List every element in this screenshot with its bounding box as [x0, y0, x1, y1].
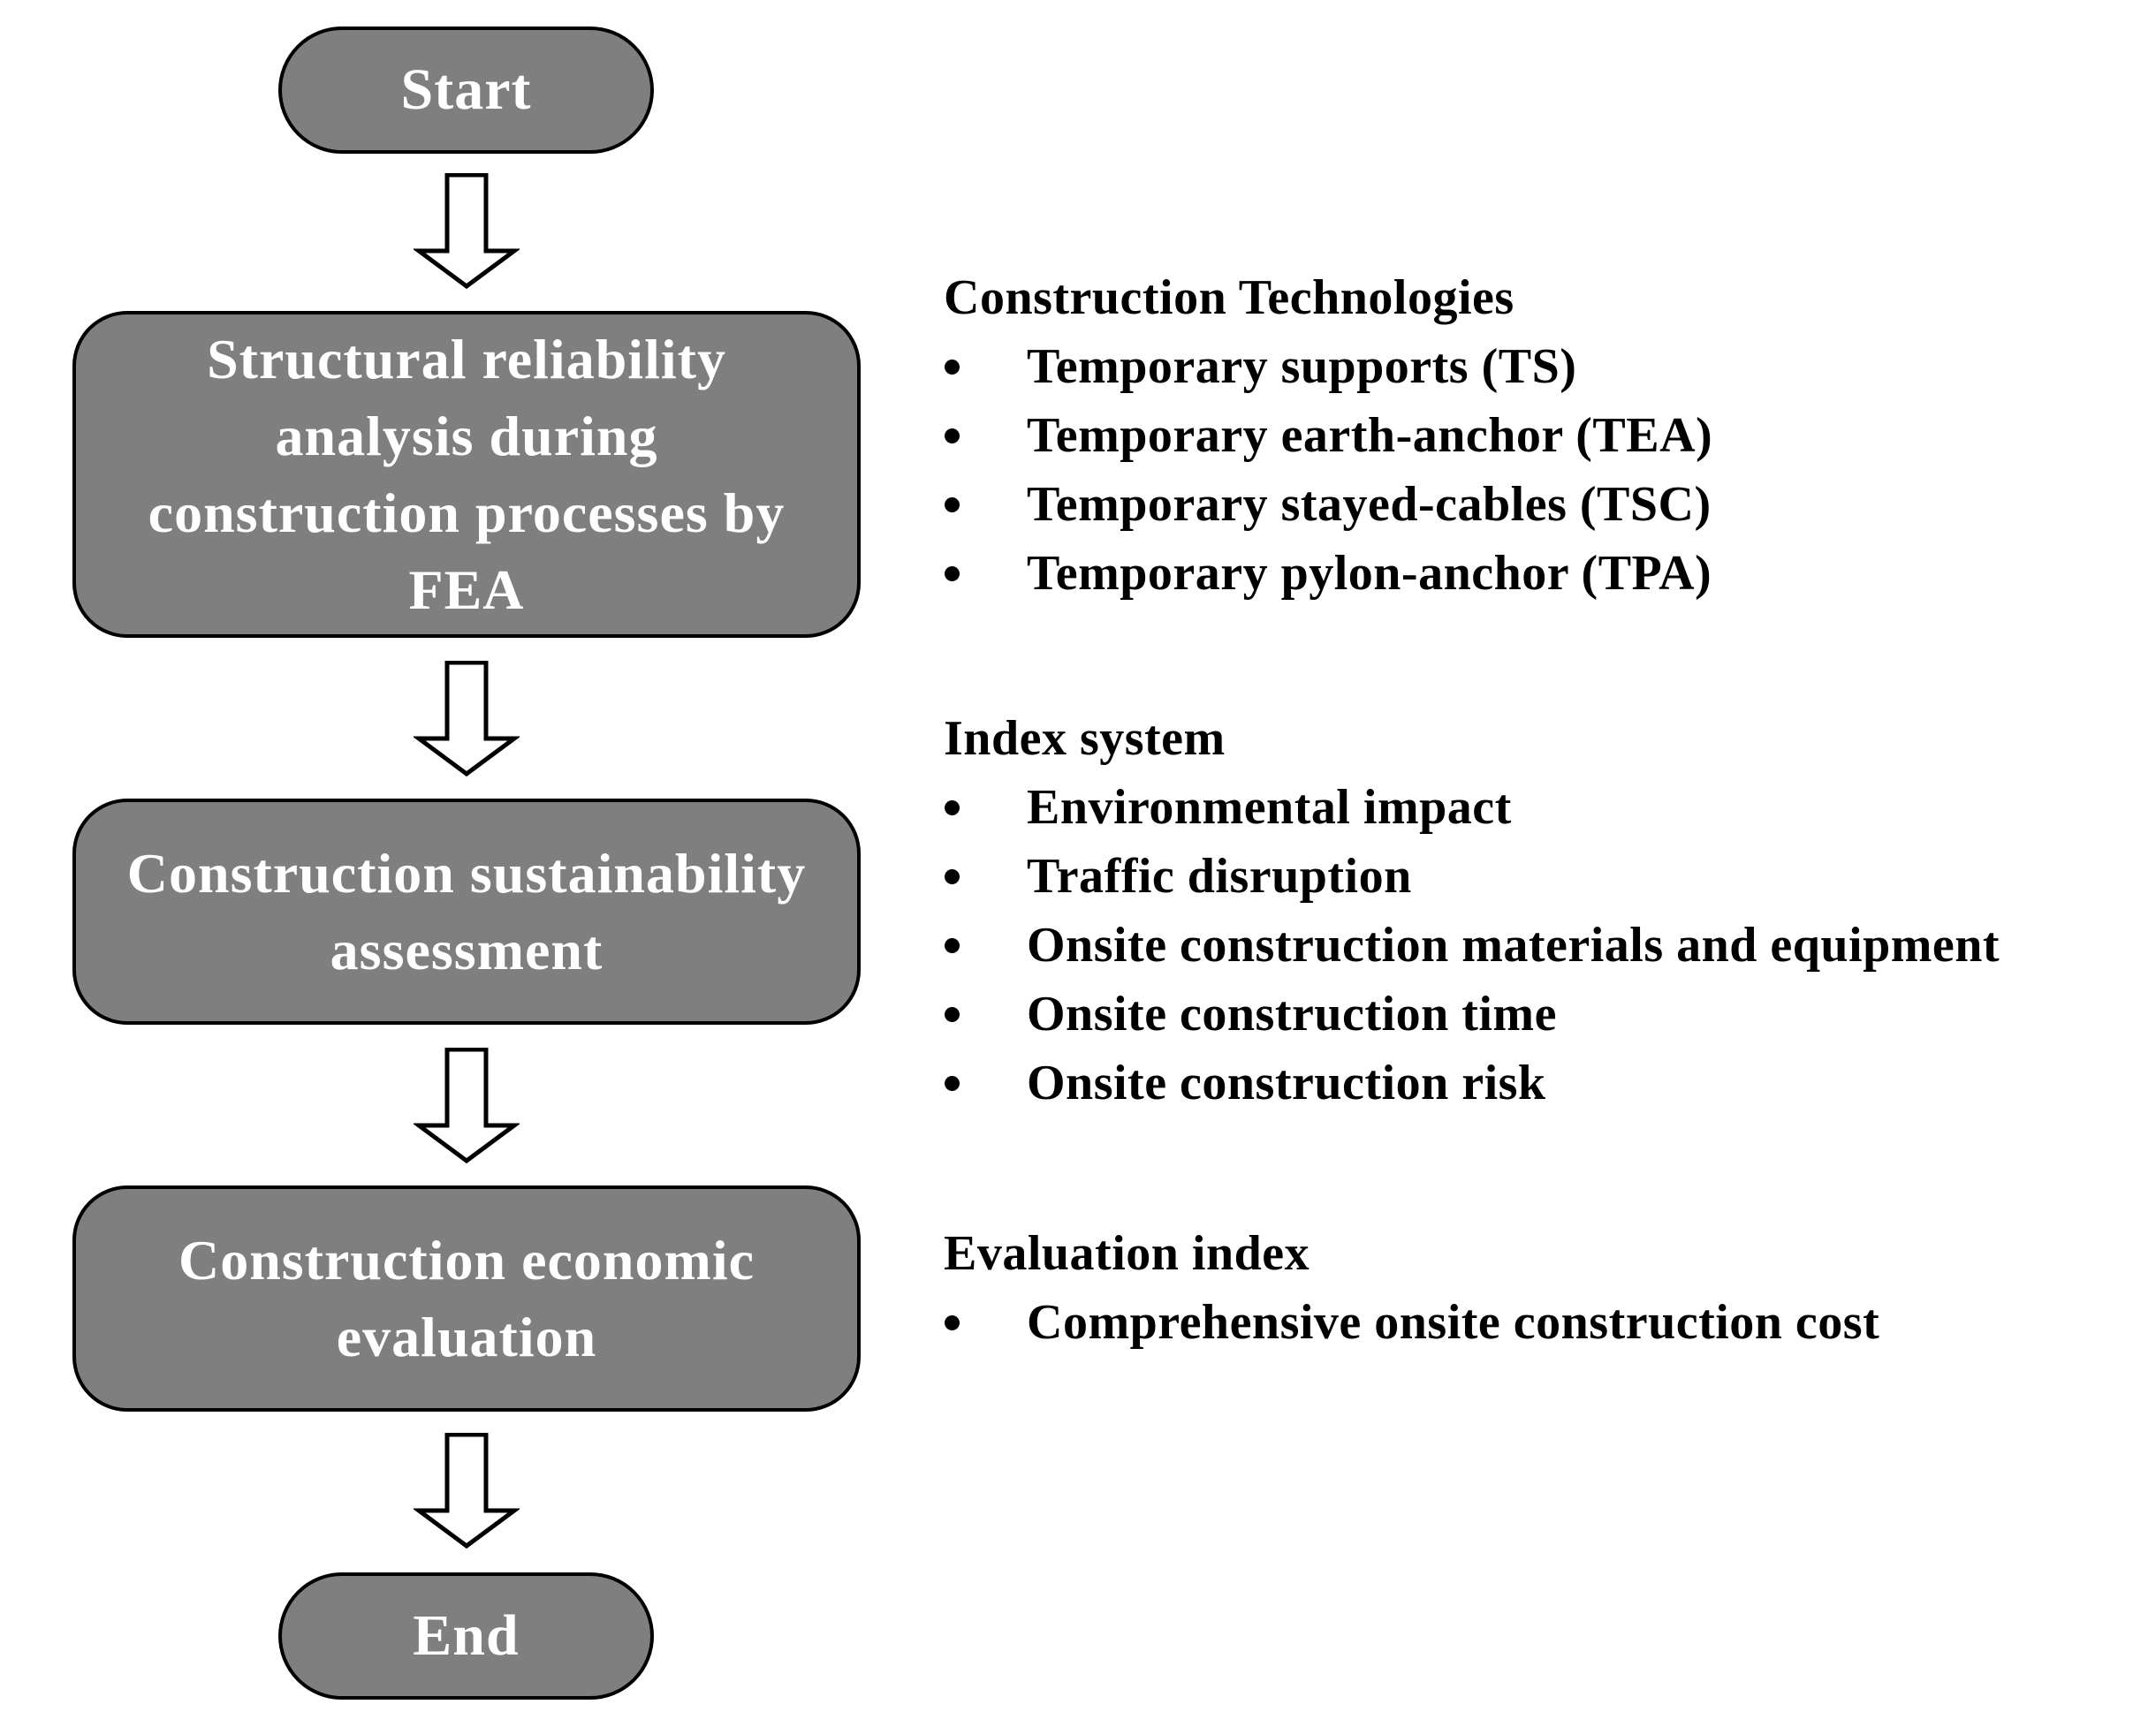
- construction-technologies-title: Construction Technologies: [944, 270, 1515, 325]
- structural-reliability-line-3: construction processes by: [148, 481, 786, 544]
- bullet-icon: [945, 1315, 960, 1330]
- list-item-text: Environmental impact: [1027, 780, 1512, 835]
- list-item: Temporary pylon-anchor (TPA): [944, 539, 1712, 608]
- bullet-icon: [945, 1076, 960, 1091]
- end-label: End: [413, 1603, 520, 1668]
- list-item-text: Temporary stayed-cables (TSC): [1027, 477, 1712, 532]
- list-item-text: Comprehensive onsite construction cost: [1027, 1295, 1880, 1350]
- list-item: Traffic disruption: [944, 842, 2000, 911]
- down-arrow-icon: [414, 1048, 520, 1164]
- list-item-text: Onsite construction risk: [1027, 1056, 1546, 1110]
- evaluation-index-section: Evaluation index Comprehensive onsite co…: [944, 1219, 1879, 1357]
- bullet-icon: [945, 566, 960, 581]
- sustainability-assessment-node: Construction sustainability assessment: [72, 799, 861, 1025]
- list-item-text: Onsite construction materials and equipm…: [1027, 918, 2000, 973]
- list-item: Onsite construction risk: [944, 1049, 2000, 1117]
- index-system-section: Index system Environmental impact Traffi…: [944, 704, 2000, 1117]
- bullet-icon: [945, 428, 960, 443]
- bullet-icon: [945, 800, 960, 815]
- economic-evaluation-line-2: evaluation: [336, 1306, 597, 1368]
- bullet-icon: [945, 1007, 960, 1022]
- index-system-list: Environmental impact Traffic disruption …: [944, 773, 2000, 1117]
- evaluation-index-title: Evaluation index: [944, 1226, 1310, 1281]
- start-label: Start: [400, 57, 532, 122]
- list-item-text: Onsite construction time: [1027, 987, 1557, 1042]
- structural-reliability-node: Structural reliability analysis during c…: [72, 311, 861, 638]
- list-item: Comprehensive onsite construction cost: [944, 1288, 1879, 1357]
- structural-reliability-line-1: Structural reliability: [207, 328, 726, 390]
- bullet-icon: [945, 497, 960, 512]
- bullet-icon: [945, 869, 960, 884]
- down-arrow-icon: [414, 173, 520, 290]
- economic-evaluation-node: Construction economic evaluation: [72, 1185, 861, 1412]
- list-item-text: Temporary supports (TS): [1027, 339, 1577, 394]
- down-arrow-icon: [414, 1433, 520, 1549]
- construction-technologies-section: Construction Technologies Temporary supp…: [944, 263, 1712, 608]
- down-arrow-icon: [414, 661, 520, 777]
- structural-reliability-line-4: FEA: [408, 558, 525, 621]
- structural-reliability-line-2: analysis during: [275, 405, 658, 467]
- sustainability-assessment-line-1: Construction sustainability: [126, 842, 807, 905]
- construction-technologies-list: Temporary supports (TS) Temporary earth-…: [944, 332, 1712, 608]
- bullet-icon: [945, 938, 960, 953]
- list-item: Temporary supports (TS): [944, 332, 1712, 401]
- evaluation-index-list: Comprehensive onsite construction cost: [944, 1288, 1879, 1357]
- end-node: End: [278, 1572, 654, 1700]
- sustainability-assessment-line-2: assessment: [330, 919, 604, 981]
- list-item-text: Temporary earth-anchor (TEA): [1027, 408, 1713, 463]
- list-item: Onsite construction materials and equipm…: [944, 911, 2000, 980]
- list-item: Onsite construction time: [944, 980, 2000, 1049]
- list-item: Environmental impact: [944, 773, 2000, 842]
- index-system-title: Index system: [944, 711, 1226, 766]
- list-item: Temporary earth-anchor (TEA): [944, 401, 1712, 470]
- list-item: Temporary stayed-cables (TSC): [944, 470, 1712, 539]
- bullet-icon: [945, 360, 960, 375]
- economic-evaluation-line-1: Construction economic: [178, 1229, 755, 1291]
- list-item-text: Temporary pylon-anchor (TPA): [1027, 546, 1712, 601]
- list-item-text: Traffic disruption: [1027, 849, 1412, 904]
- start-node: Start: [278, 27, 654, 154]
